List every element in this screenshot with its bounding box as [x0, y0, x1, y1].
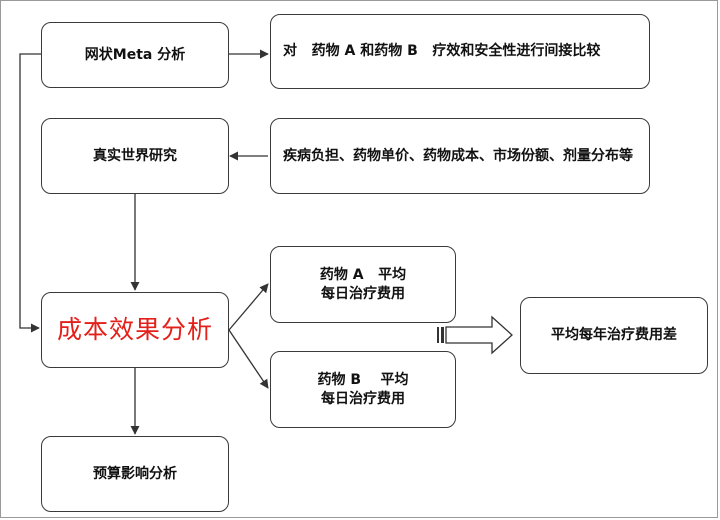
- budget-impact-label: 预算影响分析: [93, 465, 177, 482]
- real-world-data-box: 疾病负担、药物单价、药物成本、市场份额、剂量分布等: [270, 118, 650, 194]
- real-world-data-label: 疾病负担、药物单价、药物成本、市场份额、剂量分布等: [283, 147, 633, 164]
- block-arrow-stripe-1: [437, 327, 439, 343]
- budget-impact-box: 预算影响分析: [41, 436, 229, 512]
- meta-analysis-label: 网状Meta 分析: [84, 46, 186, 63]
- annual-cost-difference-box: 平均每年治疗费用差: [520, 297, 708, 374]
- cost-effectiveness-box: 成本效果分析: [41, 292, 229, 368]
- drug-b-cost-line2: 每日治疗费用: [320, 390, 405, 407]
- indirect-comparison-box: 对 药物 A 和药物 B 疗效和安全性进行间接比较: [270, 14, 650, 89]
- drug-a-cost-box: 药物 A 平均 每日治疗费用: [270, 246, 456, 323]
- arrow-cea-to-cost-b: [228, 329, 269, 389]
- meta-analysis-box: 网状Meta 分析: [41, 22, 229, 88]
- indirect-comparison-label: 对 药物 A 和药物 B 疗效和安全性进行间接比较: [283, 43, 601, 60]
- drug-b-cost-box: 药物 B 平均 每日治疗费用: [270, 351, 456, 428]
- real-world-study-label: 真实世界研究: [93, 147, 177, 164]
- cost-effectiveness-label: 成本效果分析: [56, 315, 213, 345]
- drug-a-cost-line1: 药物 A 平均: [319, 266, 407, 283]
- drug-a-cost-line2: 每日治疗费用: [321, 285, 405, 302]
- arrow-cea-to-cost-a: [228, 283, 269, 331]
- arrow-meta-to-cea: [19, 53, 41, 333]
- block-arrow-stripe-2: [441, 327, 444, 343]
- drug-b-cost-line1: 药物 B 平均: [317, 371, 409, 388]
- real-world-study-box: 真实世界研究: [41, 118, 229, 194]
- block-arrow: [445, 315, 513, 355]
- annual-cost-difference-label: 平均每年治疗费用差: [551, 327, 677, 344]
